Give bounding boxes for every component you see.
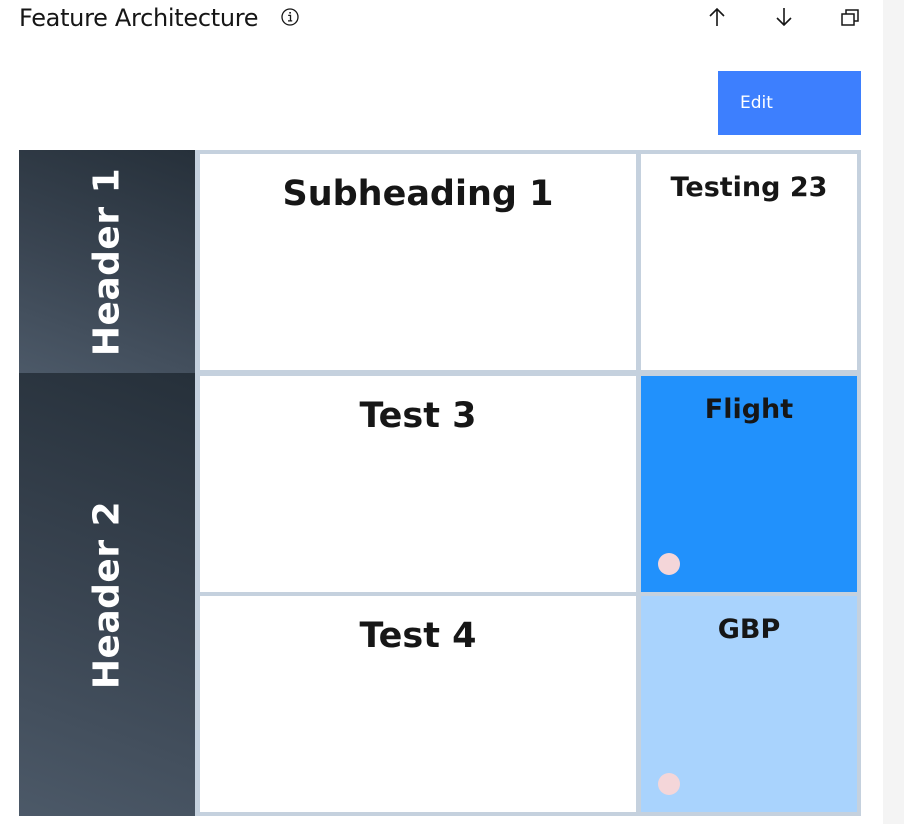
cell-title: Subheading 1 [282, 174, 554, 214]
arrow-up-icon[interactable] [705, 5, 729, 29]
cell-title: Testing 23 [670, 172, 828, 203]
cell-title: Test 3 [359, 396, 477, 436]
cell-title: Flight [704, 394, 794, 425]
row-header-1: Header 1 [19, 150, 195, 373]
page-title: Feature Architecture [19, 4, 259, 32]
grid-cell-testing-23[interactable]: Testing 23 [641, 154, 857, 370]
grid-cell-test-3[interactable]: Test 3 [200, 376, 636, 592]
row-header-label: Header 1 [86, 167, 128, 356]
row-header-2: Header 2 [19, 373, 195, 816]
grid-cell-test-4[interactable]: Test 4 [200, 596, 636, 812]
edit-button[interactable]: Edit [718, 71, 861, 135]
scrollbar-track[interactable] [883, 0, 904, 824]
status-dot [658, 773, 680, 795]
status-dot [658, 553, 680, 575]
cell-title: GBP [717, 614, 781, 645]
grid-cell-subheading-1[interactable]: Subheading 1 [200, 154, 636, 370]
cell-title: Test 4 [359, 616, 477, 656]
grid-cell-flight[interactable]: Flight [641, 376, 857, 592]
information-icon[interactable] [281, 8, 299, 26]
arrow-down-icon[interactable] [772, 5, 796, 29]
grid-cell-gbp[interactable]: GBP [641, 596, 857, 812]
row-header-label: Header 2 [86, 500, 128, 689]
copy-icon[interactable] [838, 5, 862, 29]
feature-grid: Header 1 Header 2 Subheading 1 Testing 2… [19, 150, 861, 816]
